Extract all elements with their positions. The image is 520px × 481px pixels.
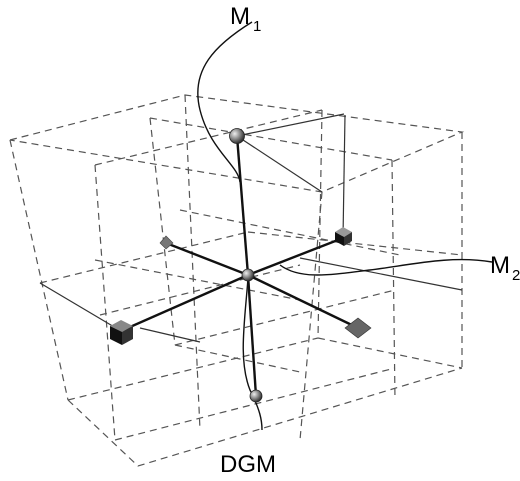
label-m1-base: M [230, 3, 250, 30]
axis-left-back [165, 241, 249, 277]
label-m1-sub: 1 [253, 18, 261, 35]
top-sphere [229, 128, 245, 144]
label-m1: M 1 [230, 3, 261, 35]
leader-lines [197, 21, 493, 431]
left-back-diamond [159, 235, 174, 250]
left-front-cube [110, 320, 133, 345]
axis-right-front [247, 273, 359, 330]
label-m2: M 2 [490, 252, 520, 284]
markers [110, 128, 372, 403]
m2-leader [279, 258, 493, 276]
axis-left [120, 273, 249, 333]
bottom-sphere [249, 389, 263, 403]
dgm-leader [242, 277, 263, 431]
dashed-lattice [9, 94, 465, 467]
label-dgm: DGM [220, 451, 276, 478]
axis-right-back [247, 236, 344, 277]
label-m2-sub: 2 [512, 267, 520, 284]
solid-edges [39, 113, 463, 343]
right-front-diamond [344, 317, 372, 339]
axes [120, 135, 359, 397]
center-sphere [241, 268, 255, 282]
axis-up [235, 135, 250, 276]
right-back-cube [335, 227, 352, 246]
axis-down [246, 274, 258, 397]
m1-leader [197, 21, 253, 183]
label-m2-base: M [490, 252, 510, 279]
